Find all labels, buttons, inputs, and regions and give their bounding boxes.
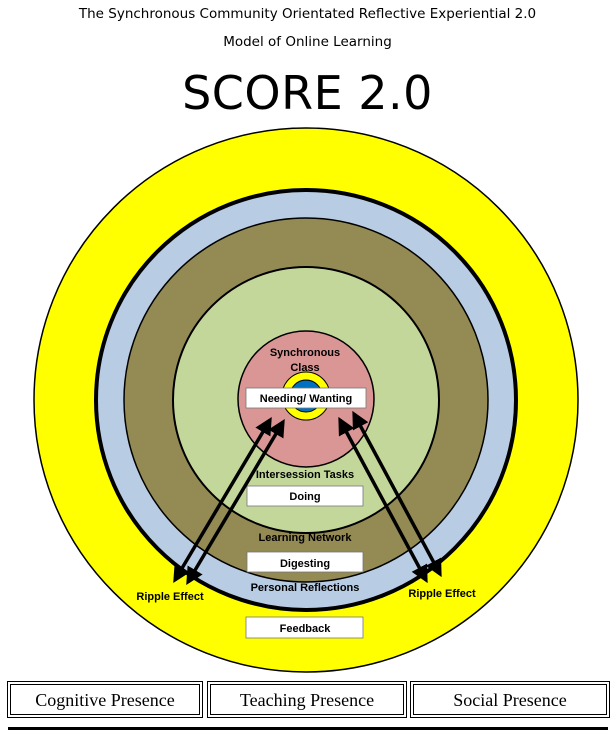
synchronous-class-word: Synchronous <box>270 347 340 359</box>
cognitive-presence-box: Cognitive Presence <box>7 681 203 718</box>
ripple-arrow-right-outer <box>352 410 442 578</box>
ripple-effect-right-label: Ripple Effect <box>408 588 476 600</box>
needing-wanting-label: Needing/ Wanting <box>260 393 352 405</box>
ripple-arrow-left-inner <box>186 418 285 586</box>
bottom-rule <box>8 727 608 730</box>
learning-network-label: Learning Network <box>259 532 353 544</box>
intersession-tasks-label: Intersession Tasks <box>256 469 354 481</box>
diagram-subtitle-line1: The Synchronous Community Orientated Ref… <box>78 6 537 22</box>
ripple-effect-left-label: Ripple Effect <box>136 591 204 603</box>
feedback-label: Feedback <box>280 623 332 635</box>
needing-wanting-box <box>245 387 367 409</box>
personal-reflections-label: Personal Reflections <box>251 582 360 594</box>
digesting-label: Digesting <box>280 558 330 570</box>
feedback-box <box>245 616 364 639</box>
synchronous-class-word: Class <box>290 362 319 374</box>
social-presence-box: Social Presence <box>410 681 610 718</box>
teaching-presence-box: Teaching Presence <box>207 681 407 718</box>
doing-label: Doing <box>289 491 320 503</box>
diagram-title: SCORE 2.0 <box>182 66 433 120</box>
diagram-subtitle-line2: Model of Online Learning <box>223 34 392 50</box>
